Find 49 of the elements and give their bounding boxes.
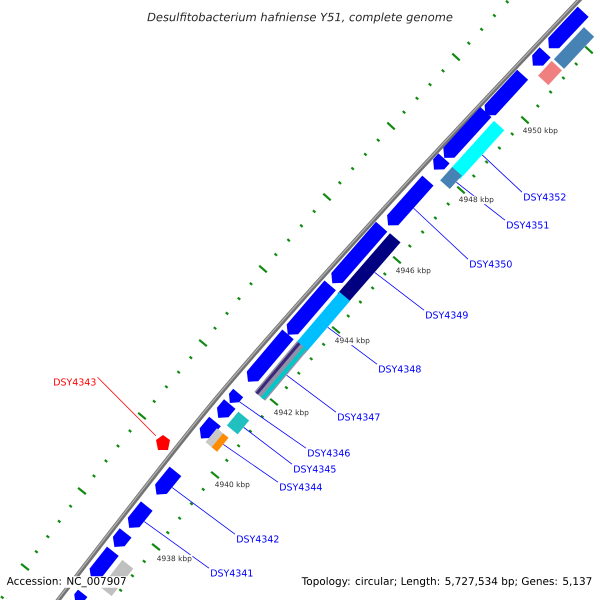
- gene-label: DSY4352: [524, 193, 566, 201]
- gene-feature: [538, 60, 562, 86]
- gene-feature: [433, 153, 450, 170]
- genome-info-text: Topology: circular; Length: 5,727,534 bp; Genes: 5,137: [300, 575, 594, 589]
- gene-label: DSY4348: [379, 365, 421, 373]
- accession-text: Accession: NC_007907: [6, 576, 128, 588]
- gene-feature: [440, 166, 462, 190]
- gene-feature: [254, 341, 308, 401]
- gene-feature: [387, 176, 434, 226]
- leader-line: [144, 521, 210, 569]
- leader-line: [482, 154, 522, 193]
- gene-feature: [229, 388, 244, 403]
- gene-feature: [128, 501, 153, 528]
- gene-label: DSY4342: [237, 535, 278, 543]
- gene-label: DSY4344: [280, 483, 322, 491]
- gene-feature: [286, 280, 336, 335]
- leader-line: [243, 426, 292, 465]
- gene-feature: [90, 546, 119, 579]
- leader-line: [286, 374, 336, 413]
- gene-feature: [112, 528, 132, 547]
- title: Desulfitobacterium hafniense Y51, complete genome: [147, 12, 452, 24]
- gene-label: DSY4347: [338, 413, 380, 421]
- gene-feature: [217, 399, 236, 418]
- leader-line: [413, 208, 468, 260]
- gene-label: DSY4351: [507, 221, 548, 229]
- leader-line: [239, 401, 306, 449]
- gene-feature: [74, 590, 88, 600]
- gene-feature: [156, 435, 170, 450]
- gene-feature: [443, 107, 492, 158]
- leader-line: [172, 487, 236, 535]
- gene-feature: [450, 120, 504, 180]
- gene-label: DSY4341: [211, 569, 252, 577]
- gene-feature: [246, 330, 294, 382]
- gene-feature: [484, 70, 528, 116]
- gene-label: DSY4349: [426, 311, 468, 319]
- gene-feature: [155, 466, 182, 495]
- gene-feature: [532, 47, 551, 66]
- gene-feature: [226, 412, 250, 434]
- gene-label: DSY4346: [308, 449, 350, 457]
- gene-label: DSY4345: [294, 465, 336, 473]
- gene-label: DSY4343: [54, 378, 96, 386]
- leader-line: [97, 376, 156, 436]
- gene-feature: [200, 416, 221, 438]
- gene-feature: [554, 27, 594, 69]
- leader-line: [222, 444, 278, 483]
- gene-label: DSY4350: [470, 260, 512, 268]
- gene-feature: [206, 428, 229, 452]
- gene-feature: [548, 6, 589, 48]
- gene-feature: [331, 222, 388, 284]
